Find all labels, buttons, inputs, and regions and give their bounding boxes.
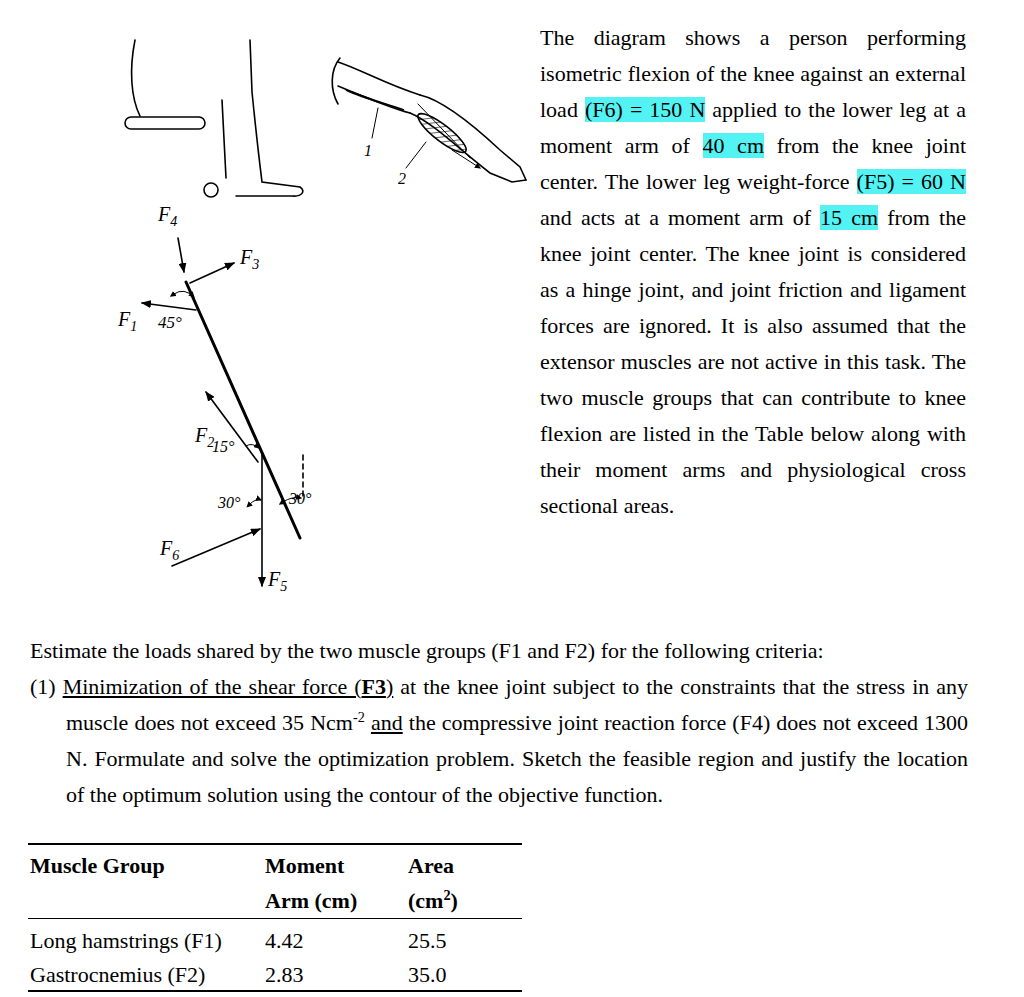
force-subscript: 6 — [172, 548, 179, 563]
description-paragraph: The diagram shows a person performing is… — [540, 20, 966, 524]
force-symbol: F — [158, 203, 170, 225]
angle-label-text: 45° — [158, 313, 182, 332]
table-cell-text: Gastrocnemius (F2) — [30, 962, 205, 987]
superscript: -2 — [353, 709, 365, 725]
question-text: Estimate the loads shared by the two mus… — [30, 638, 824, 663]
table-cell: Gastrocnemius (F2) — [30, 962, 205, 988]
force-symbol: F — [118, 308, 130, 330]
table-cell-text: ) — [451, 888, 458, 913]
table-cell-text: 4.42 — [265, 928, 304, 953]
table-cell: (cm2) — [408, 888, 458, 914]
table-cell-text: Long hamstrings (F1) — [30, 928, 222, 953]
angle-label-text: 30° — [289, 490, 311, 507]
force-symbol: F — [195, 424, 207, 446]
extended-leg — [332, 58, 526, 182]
question-item: (1) Minimization of the shear force (F3)… — [30, 669, 968, 813]
callout-number: 1 — [364, 140, 372, 162]
table-cell: 35.0 — [408, 962, 447, 988]
table-cell: Area — [408, 853, 454, 879]
question-line: Estimate the loads shared by the two mus… — [30, 633, 968, 669]
callout-number: 2 — [398, 168, 406, 190]
highlighted-value: (F5) = 60 N — [857, 169, 966, 194]
highlighted-value: 40 cm — [703, 133, 765, 158]
table-rule — [28, 843, 522, 845]
table-cell-text: Arm (cm) — [265, 888, 357, 913]
table-cell-text: 25.5 — [408, 928, 447, 953]
underlined-text: F3 — [362, 674, 386, 699]
force-subscript: 2 — [207, 435, 214, 450]
underlined-text: ) — [386, 674, 393, 699]
paragraph-text: and acts at a moment arm of — [540, 205, 811, 230]
angle-label: 45° — [158, 312, 182, 334]
force-label: F1 — [118, 308, 137, 330]
force-label: F6 — [160, 537, 179, 559]
force-subscript: 1 — [130, 319, 137, 334]
force-subscript: 5 — [280, 579, 287, 594]
force-symbol: F — [240, 246, 252, 268]
table-cell-text: Area — [408, 853, 454, 878]
highlighted-value: 15 cm — [820, 205, 878, 230]
table-cell-text: 2.83 — [265, 962, 304, 987]
callout-number-text: 2 — [398, 170, 406, 187]
table-cell: Muscle Group — [30, 853, 165, 879]
table-cell: 25.5 — [408, 928, 447, 954]
table-cell-text: 35.0 — [408, 962, 447, 987]
table-cell: 2.83 — [265, 962, 304, 988]
force-symbol: F — [160, 537, 172, 559]
callout-number-text: 1 — [364, 142, 372, 159]
table-cell-text: (cm — [408, 888, 443, 913]
force-subscript: 3 — [252, 257, 259, 272]
angle-label-text: 30° — [218, 494, 240, 511]
table-cell: 4.42 — [265, 928, 304, 954]
highlighted-value: (F6) = 150 N — [585, 97, 705, 122]
force-label: F3 — [240, 246, 259, 268]
angle-label: 30° — [289, 488, 311, 510]
force-subscript: 4 — [170, 214, 177, 229]
seated-leg — [125, 40, 303, 197]
superscript: 2 — [443, 887, 450, 903]
angle-label: 30° — [218, 492, 240, 514]
table-cell: Arm (cm) — [265, 888, 357, 914]
table-cell-text: Moment — [265, 853, 344, 878]
item-number: (1) — [30, 674, 56, 699]
force-label: F2 — [195, 424, 214, 446]
table-rule — [28, 990, 522, 992]
force-symbol: F — [268, 568, 280, 590]
free-body-diagram — [142, 238, 303, 586]
underlined-text: and — [371, 710, 403, 735]
table-cell: Long hamstrings (F1) — [30, 928, 222, 954]
table-cell: Moment — [265, 853, 344, 879]
force-label: F4 — [158, 203, 177, 225]
angle-label: 15° — [212, 436, 234, 458]
force-label: F5 — [268, 568, 287, 590]
underlined-text: Minimization of the shear force ( — [63, 674, 362, 699]
table-cell-text: Muscle Group — [30, 853, 165, 878]
paragraph-text: from the knee joint center. The knee joi… — [540, 205, 966, 518]
table-rule — [28, 918, 522, 919]
angle-label-text: 15° — [212, 438, 234, 455]
